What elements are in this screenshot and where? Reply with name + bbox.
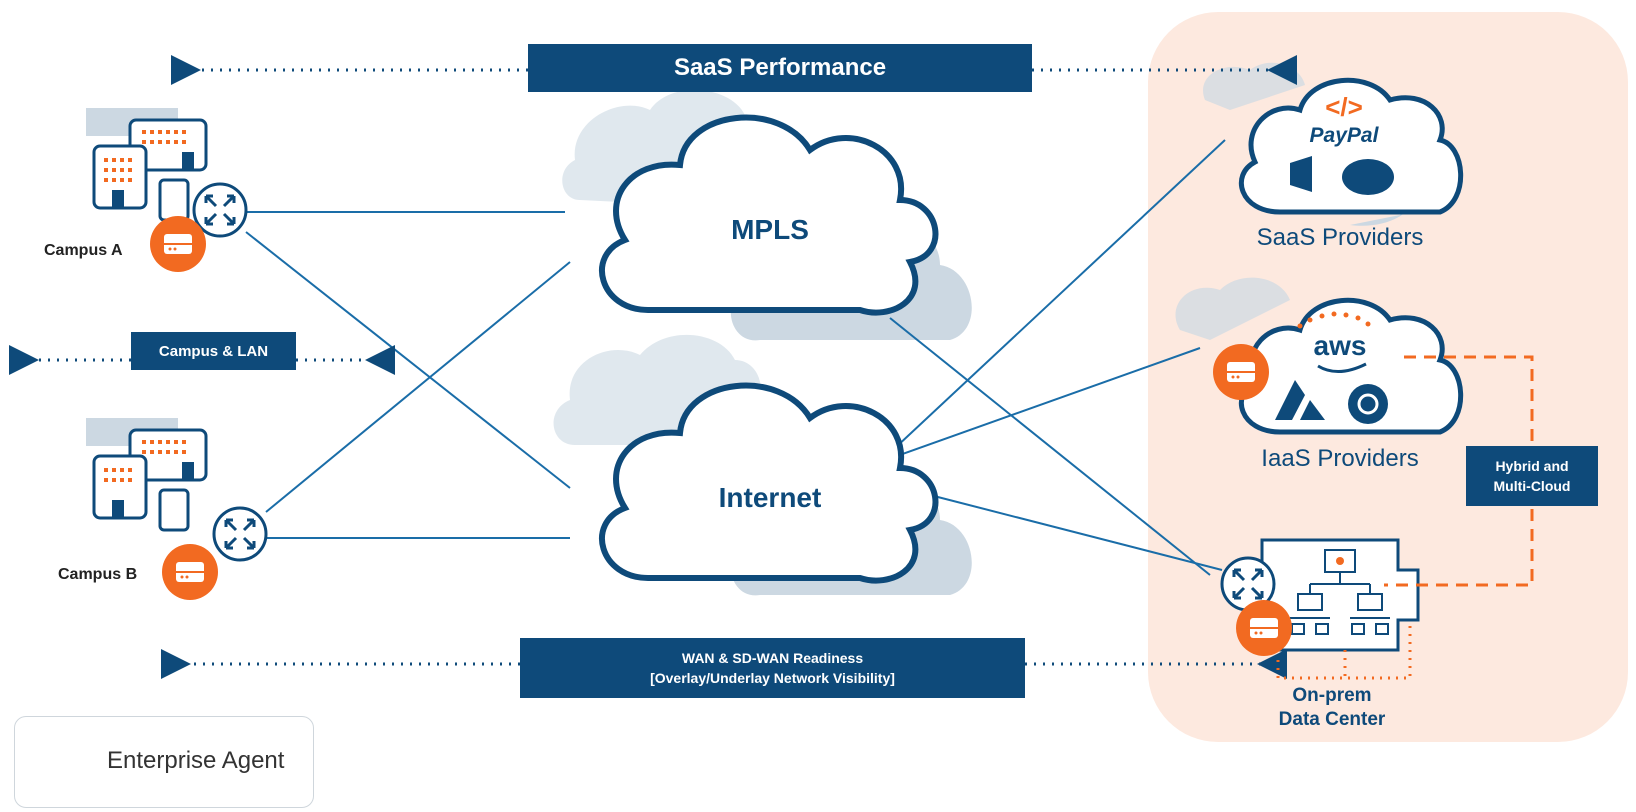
- hybrid-line-2: Multi-Cloud: [1493, 478, 1571, 494]
- internet-cloud-label: Internet: [718, 482, 822, 513]
- enterprise-agent-icon-campus-b: [162, 544, 218, 600]
- hybrid-multicloud-banner: Hybrid and Multi-Cloud: [1466, 446, 1598, 506]
- paypal-logo: PayPal: [1309, 124, 1379, 147]
- dotted-arrows: [8, 55, 1297, 679]
- router-icon-campus-a: [192, 182, 248, 238]
- campus-b-label: Campus B: [58, 566, 138, 583]
- campus-a-building-icon: [86, 108, 208, 222]
- office-logo-icon: [1290, 156, 1312, 192]
- internet-cloud-shape: [599, 382, 939, 584]
- wan-readiness-line-1: WAN & SD-WAN Readiness: [681, 650, 864, 666]
- aws-dots-icon: [1297, 311, 1371, 329]
- onprem-datacenter-label: On-prem Data Center: [1262, 684, 1402, 732]
- enterprise-agent-icon-iaas: [1213, 344, 1269, 400]
- saas-providers-label: SaaS Providers: [1256, 224, 1424, 251]
- legend-label: Enterprise Agent: [107, 747, 285, 774]
- enterprise-agent-icon-datacenter: [1236, 600, 1292, 656]
- mpls-cloud-label: MPLS: [731, 214, 809, 245]
- hybrid-line-1: Hybrid and: [1495, 458, 1569, 474]
- campus-b-building-icon: [86, 418, 208, 532]
- campus-lan-banner: Campus & LAN: [131, 332, 296, 370]
- campus-a-label: Campus A: [44, 242, 123, 259]
- recycle-cloud-logo-icon: [1348, 384, 1388, 424]
- wan-readiness-line-2: [Overlay/Underlay Network Visibility]: [650, 670, 895, 686]
- datacenter-dotted-trace: [1276, 620, 1412, 680]
- onprem-line-2: Data Center: [1278, 709, 1386, 730]
- aws-smile-icon: [1317, 362, 1367, 373]
- network-links: [245, 139, 1226, 576]
- mpls-cloud-shape: [599, 114, 939, 316]
- onprem-line-1: On-prem: [1292, 685, 1372, 706]
- salesforce-logo-icon: [1342, 159, 1394, 195]
- saas-performance-banner: SaaS Performance: [528, 44, 1032, 92]
- wan-readiness-banner: WAN & SD-WAN Readiness [Overlay/Underlay…: [520, 638, 1025, 698]
- enterprise-agent-icon-campus-a: [150, 216, 206, 272]
- azure-logo-icon: [1275, 380, 1325, 420]
- legend-box: Enterprise Agent: [14, 716, 314, 808]
- router-icon-campus-b: [212, 506, 268, 562]
- aws-logo: aws: [1313, 330, 1367, 361]
- iaas-providers-label: IaaS Providers: [1261, 445, 1419, 472]
- code-logo-icon: </>: [1325, 92, 1363, 122]
